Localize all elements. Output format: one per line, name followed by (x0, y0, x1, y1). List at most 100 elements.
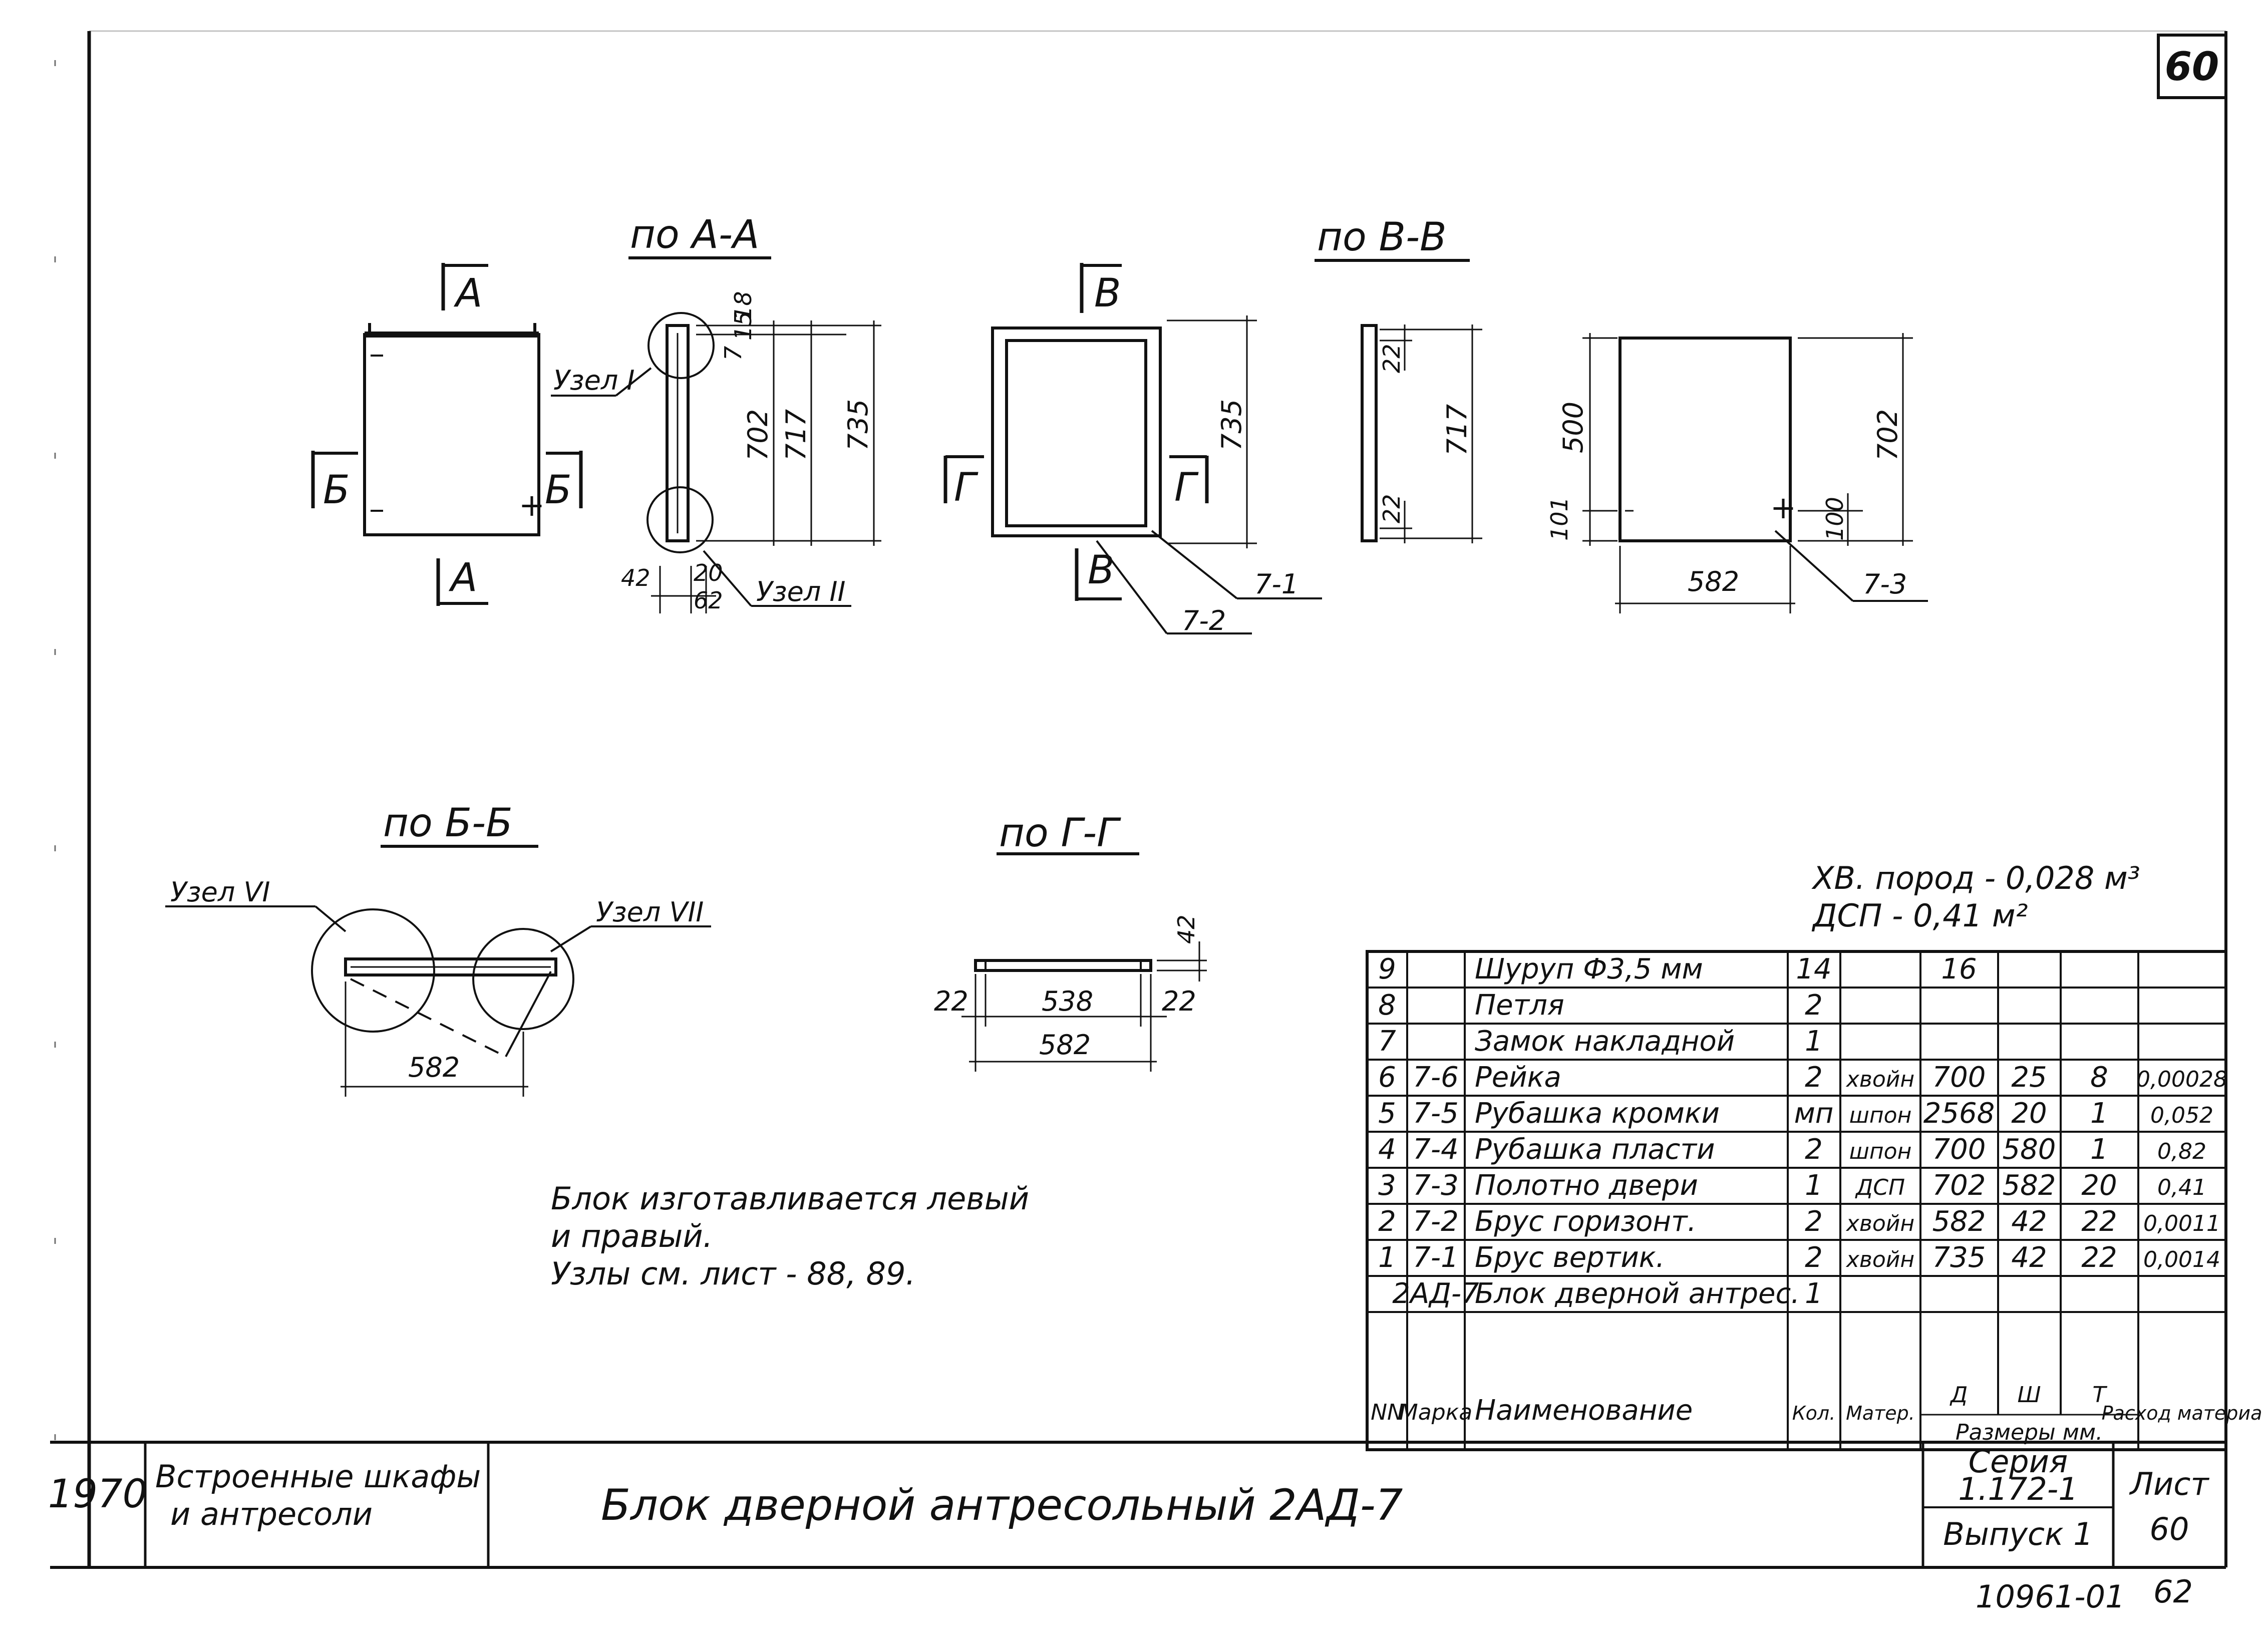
archive-number: 10961-01 (1976, 1578, 2125, 1615)
sheet-number-box: 60 (2157, 34, 2227, 99)
spec-cell-qty: 1 (1805, 1277, 1823, 1310)
spec-header-qty: Кол. (1792, 1402, 1836, 1424)
spec-cell-mat: хвойн (1845, 1247, 1914, 1272)
spec-cell-d: 2568 (1923, 1097, 1995, 1130)
spec-header-t: Т (2093, 1382, 2108, 1408)
dim-22-gg-right: 22 (1162, 986, 1196, 1017)
materials-line-2: ДСП - 0,41 м² (1811, 897, 2028, 934)
dim-735-aa: 735 (842, 399, 874, 451)
spec-cell-nn: 6 (1378, 1061, 1396, 1094)
dim-702-panel: 702 (1872, 409, 1903, 461)
spec-cell-w: 25 (2011, 1061, 2047, 1094)
spec-cell-name: Рубашка кромки (1475, 1097, 1720, 1130)
spec-cell-mark: 7-2 (1413, 1205, 1458, 1238)
title-issue: Выпуск 1 (1943, 1516, 2093, 1552)
dim-538: 538 (1042, 986, 1093, 1017)
spec-cell-nn: 9 (1378, 953, 1396, 986)
title-block: 1970 Встроенные шкафы и антресоли Блок д… (48, 1441, 2226, 1567)
section-mark-b-right: Б (545, 468, 572, 513)
note-line-2: и правый. (551, 1218, 713, 1254)
section-vv: по В-В 717 22 22 (1315, 215, 1482, 543)
spec-cell-d: 735 (1932, 1241, 1986, 1274)
node-2-label: Узел II (756, 576, 845, 607)
spec-cell-w: 42 (2011, 1241, 2047, 1274)
spec-cell-mat: хвойн (1845, 1067, 1914, 1092)
spec-cell-nn: 7 (1378, 1025, 1396, 1058)
spec-header-w: Ш (2017, 1382, 2041, 1408)
dim-702-aa: 702 (742, 409, 774, 461)
spec-header-d: Д (1950, 1382, 1968, 1408)
section-bb: по Б-Б Узел VI Узел VII 582 (165, 801, 711, 1097)
spec-cell-qty: 2 (1805, 1061, 1823, 1094)
section-mark-g-left: Г (954, 465, 979, 510)
dim-717-aa: 717 (780, 409, 812, 461)
spec-cell-qty: 2 (1805, 1241, 1823, 1274)
dim-22-gg-left: 22 (934, 986, 968, 1017)
spec-cell-t: 1 (2090, 1133, 2108, 1166)
section-mark-a-bottom: А (448, 555, 477, 600)
spec-cell-name: Блок дверной антрес. (1475, 1277, 1800, 1310)
dim-101: 101 (1546, 497, 1573, 541)
dim-582-panel: 582 (1688, 566, 1739, 597)
spec-cell-w: 42 (2011, 1205, 2047, 1238)
section-aa: по А-А Узел I Узел II 702 717 735 18 15 … (551, 212, 881, 614)
dim-42-aa: 42 (621, 564, 651, 591)
spec-cell-rate: 0,0011 (2143, 1211, 2220, 1236)
spec-cell-mat: хвойн (1845, 1211, 1914, 1236)
section-mark-g-right: Г (1174, 465, 1199, 510)
dim-582-bb: 582 (408, 1052, 460, 1083)
door-panel-view: + 500 101 702 100 582 7-3 (1546, 333, 1928, 613)
dim-15: 15 (730, 311, 757, 341)
archive-stamp: 10961-01 62 (1976, 1573, 2193, 1615)
spec-cell-rate: 0,00028 (2136, 1067, 2227, 1092)
dim-582-gg: 582 (1039, 1029, 1091, 1061)
spec-cell-qty: 1 (1805, 1169, 1823, 1202)
notes: Блок изготавливается левый и правый. Узл… (551, 1180, 1029, 1292)
spec-cell-name: Полотно двери (1475, 1169, 1698, 1202)
title-subject-2: и антресоли (170, 1496, 373, 1532)
spec-cell-nn: 2 (1378, 1205, 1396, 1238)
spec-cell-nn: 5 (1378, 1097, 1396, 1130)
dim-100: 100 (1821, 497, 1848, 541)
sheet-number-top: 60 (2165, 45, 2219, 90)
spec-cell-qty: мп (1794, 1097, 1834, 1130)
dim-22-vv-top: 22 (1378, 344, 1405, 373)
spec-cell-mark: 7-6 (1413, 1061, 1458, 1094)
title-subject-1: Встроенные шкафы (155, 1458, 481, 1495)
spec-cell-name: Брус вертик. (1475, 1241, 1665, 1274)
spec-cell-w: 580 (2003, 1133, 2056, 1166)
title-series-value: 1.172-1 (1958, 1471, 2078, 1507)
spec-cell-nn: 1 (1378, 1241, 1396, 1274)
dim-500: 500 (1557, 402, 1589, 453)
spec-cell-rate: 0,0014 (2143, 1247, 2220, 1272)
spec-cell-qty: 2 (1805, 989, 1823, 1022)
spec-cell-w: 582 (2003, 1169, 2056, 1202)
dim-42-gg: 42 (1173, 914, 1200, 944)
spec-cell-d: 582 (1932, 1205, 1986, 1238)
spec-cell-mark: 7-3 (1413, 1169, 1458, 1202)
node-7-label: Узел VII (596, 896, 704, 928)
section-mark-v-bottom: В (1088, 548, 1115, 593)
title-sheet-value: 60 (2150, 1511, 2189, 1547)
note-line-3: Узлы см. лист - 88, 89. (551, 1255, 915, 1292)
pos-72-label: 7-2 (1182, 605, 1226, 636)
spec-cell-mat: ДСП (1855, 1175, 1905, 1200)
title-year: 1970 (48, 1472, 148, 1517)
spec-cell-rate: 0,41 (2157, 1175, 2206, 1200)
spec-cell-name: Рубашка пласти (1475, 1133, 1715, 1166)
spec-cell-mat: шпон (1849, 1103, 1912, 1128)
section-mark-v-top: В (1094, 271, 1121, 316)
spec-cell-d: 700 (1932, 1061, 1986, 1094)
spec-cell-mark: 2АД-7 (1392, 1277, 1479, 1310)
spec-cell-name: Шуруп Ф3,5 мм (1475, 953, 1703, 986)
pos-71-label: 7-1 (1254, 568, 1299, 600)
spec-cell-t: 22 (2081, 1205, 2117, 1238)
spec-header-mat: Матер. (1846, 1402, 1915, 1424)
archive-page: 62 (2153, 1573, 2193, 1610)
spec-cell-rate: 0,82 (2157, 1139, 2206, 1164)
section-gg-title: по Г-Г (999, 811, 1121, 856)
spec-cell-name: Замок накладной (1475, 1025, 1735, 1058)
title-sheet-label: Лист (2129, 1466, 2209, 1502)
title-main: Блок дверной антресольный 2АД-7 (601, 1480, 1403, 1530)
